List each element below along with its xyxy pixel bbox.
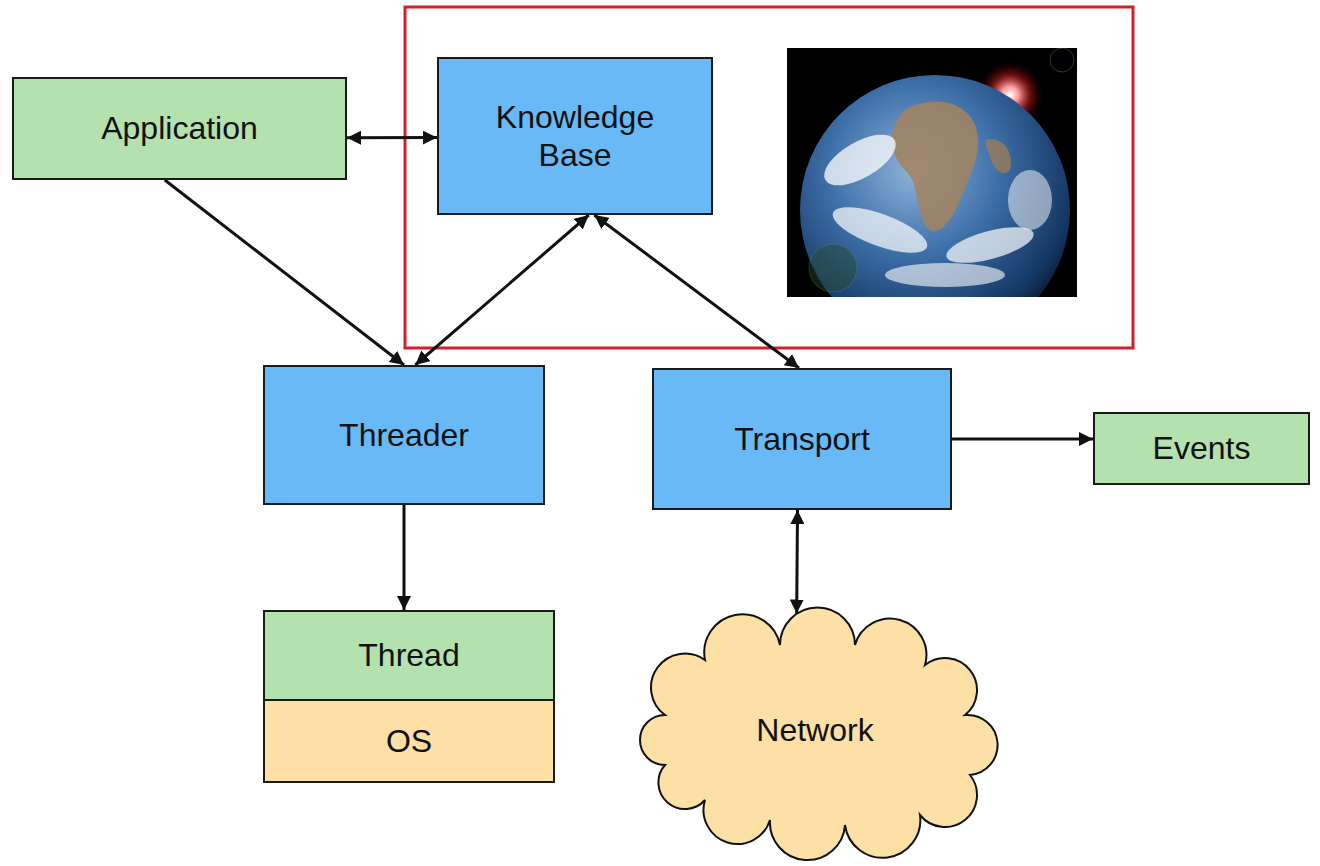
connector-arrow — [403, 505, 406, 610]
node-label: Application — [101, 109, 258, 147]
connector-arrow — [594, 215, 799, 368]
label-group: Events — [1153, 429, 1251, 467]
component-box: Transport — [652, 368, 952, 510]
node-label: Threader — [339, 416, 469, 454]
label-group: Knowledge Base — [475, 98, 675, 175]
label-group: Thread — [358, 636, 459, 674]
connector-arrow — [795, 510, 799, 614]
earth-cloud — [816, 124, 903, 195]
lens-flare — [809, 244, 857, 292]
label-group: Transport — [734, 420, 870, 458]
label-group: OS — [386, 722, 432, 760]
connector-arrow — [165, 180, 404, 365]
node-label: OS — [386, 722, 432, 760]
component-box: Knowledge Base — [437, 57, 713, 215]
node-label: Knowledge Base — [475, 98, 675, 175]
earth-globe — [800, 75, 1070, 297]
earth-land — [985, 139, 1011, 173]
node-label: Transport — [734, 420, 870, 458]
label-group: Network — [756, 711, 873, 749]
component-box: Threader — [263, 365, 545, 505]
output-box: Events — [1093, 412, 1310, 485]
network-cloud: Network — [620, 600, 1010, 860]
highlight-frame — [405, 7, 1133, 348]
connector-arrow — [415, 215, 589, 365]
layer-box: OS — [263, 699, 555, 783]
layer-box: Thread — [263, 610, 555, 701]
earth-cloud — [885, 263, 1005, 287]
connector-arrow — [952, 438, 1093, 441]
connector-arrow — [347, 136, 437, 139]
label-group: Application — [101, 109, 258, 147]
earth-cloud — [1008, 170, 1052, 230]
cloud-shape — [640, 608, 998, 861]
lens-flare — [1050, 48, 1074, 72]
node-label: Network — [756, 711, 873, 749]
earth-picture — [787, 48, 1077, 297]
node-label: Events — [1153, 429, 1251, 467]
label-group: Threader — [339, 416, 469, 454]
node-label: Thread — [358, 636, 459, 674]
earth-land — [892, 102, 978, 231]
application-box: Application — [12, 77, 347, 180]
